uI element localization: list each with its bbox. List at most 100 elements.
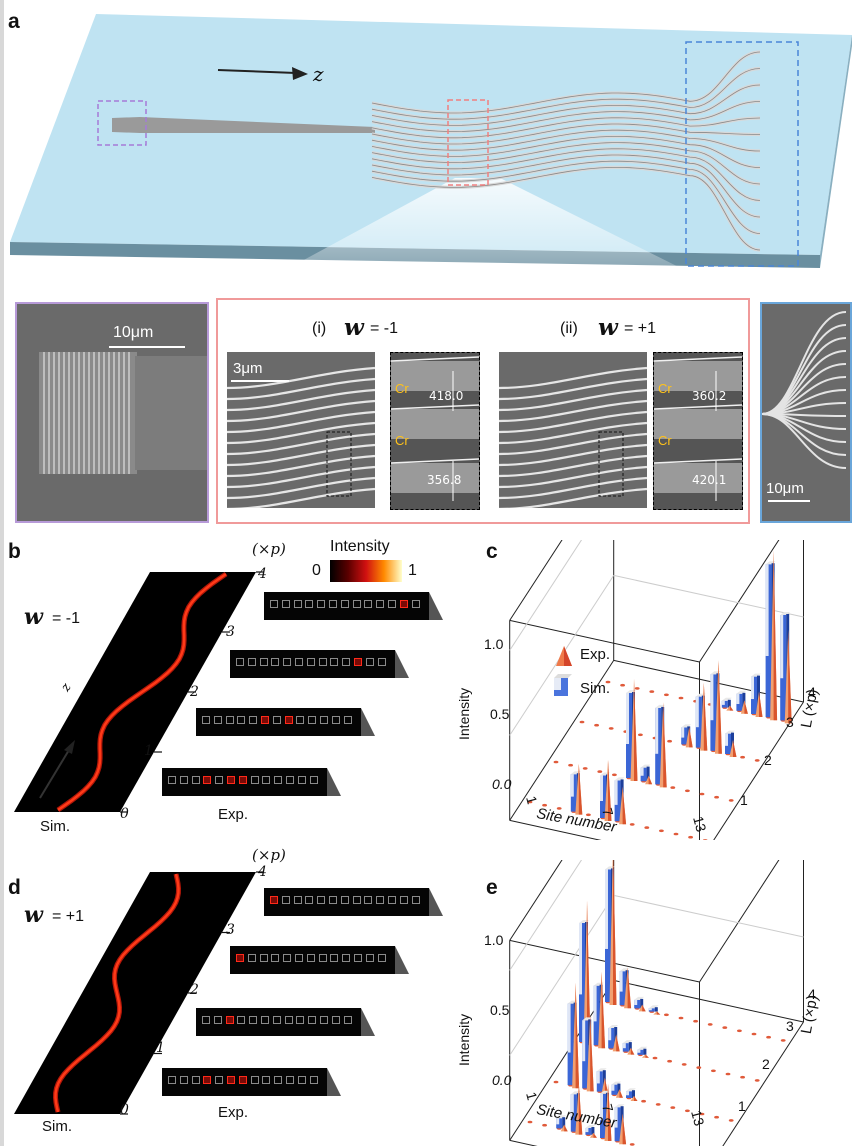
cr-label-i2: Cr: [395, 433, 409, 448]
baseline-dot: [553, 1080, 559, 1084]
site-cell: [399, 600, 408, 608]
site-cell: [354, 658, 362, 666]
bend-highlight-box: [447, 99, 489, 186]
measure-ii-top: 360.2: [692, 389, 727, 403]
baseline-dot: [638, 733, 643, 737]
w-symbol-ii: w: [598, 314, 618, 341]
site-cell: [236, 658, 244, 666]
baseline-dot: [667, 739, 672, 743]
site-cell: [411, 896, 420, 904]
site-cell: [309, 1076, 318, 1084]
baseline-dot: [711, 1069, 716, 1073]
site-cell: [250, 1076, 259, 1084]
baseline-dot: [608, 727, 614, 730]
cr-label-ii1: Cr: [658, 381, 672, 396]
scale-3um: 3μm: [233, 360, 263, 377]
site-cell: [179, 1076, 188, 1084]
site-cell: [388, 896, 396, 904]
measure-i-bottom: 356.8: [427, 473, 462, 487]
site-cell: [227, 1076, 235, 1084]
baseline-dot: [681, 1063, 687, 1066]
baseline-dot: [702, 839, 708, 840]
baseline-dot: [644, 826, 650, 829]
baseline-dot: [754, 1079, 760, 1082]
site-cell: [225, 716, 234, 724]
site-cell: [320, 716, 328, 724]
baseline-dot: [659, 829, 664, 833]
site-cell: [365, 658, 374, 666]
baseline-dot: [673, 832, 679, 836]
site-cell: [274, 776, 283, 784]
baseline-dot: [605, 680, 611, 684]
scale-label-right: 10μm: [766, 480, 804, 497]
site-cell: [261, 1016, 269, 1024]
site-cell: [270, 896, 278, 904]
tick-b-3: 3: [226, 624, 235, 640]
site-cell: [352, 600, 361, 608]
site-cell: [262, 1076, 271, 1084]
z-axis-label: z: [313, 62, 324, 86]
taper-bundle: [112, 117, 375, 133]
sem-bend-panel: (i) w = -1 (ii) w = +1 3μm Cr Cr 418.0 3…: [216, 298, 750, 524]
unit-label-b: (×p): [252, 540, 286, 558]
sim-bar: [634, 996, 645, 1009]
site-cell: [238, 1076, 247, 1084]
w-symbol-b: w: [24, 604, 43, 630]
baseline-dot: [725, 1072, 731, 1076]
site-cell: [213, 1016, 222, 1024]
taper-gratings: [39, 352, 137, 474]
baseline-dot: [740, 755, 745, 759]
site-cell: [318, 954, 327, 962]
w-value-ii: = +1: [624, 320, 657, 337]
site-cell: [203, 776, 212, 784]
site-cell: [329, 600, 337, 608]
sim-bar: [611, 1081, 622, 1095]
sim-bar: [626, 1088, 636, 1098]
baseline-dot: [678, 1016, 684, 1020]
site-cell: [331, 1016, 340, 1024]
site-cell: [293, 600, 302, 608]
ztick-e-05: 0.5: [490, 1002, 510, 1018]
ylabel-c: Intensity: [456, 687, 472, 740]
site-cell: [295, 658, 303, 666]
exp-strip-L3: [230, 650, 409, 678]
site-cell: [283, 658, 292, 666]
zoom-glow: [230, 178, 745, 300]
exp-strip-L3: [230, 946, 409, 974]
baseline-dot: [670, 1106, 676, 1109]
site-cell: [225, 1016, 234, 1024]
baseline-dot: [641, 1099, 646, 1103]
panel-label-b: b: [8, 540, 21, 563]
page-left-border: [0, 0, 4, 1146]
site-cell: [318, 658, 327, 666]
site-cell: [270, 600, 278, 608]
w-value-b: = -1: [52, 610, 81, 627]
ytick-e-1: 1: [738, 1098, 746, 1114]
baseline-dot: [699, 1112, 705, 1116]
site-cell: [215, 776, 224, 784]
baseline-dot: [649, 690, 655, 693]
site-cell: [306, 658, 315, 666]
tick-d-2: 2: [190, 982, 199, 998]
bar3d-chart-c: [509, 540, 804, 840]
exp-strip-L4: [264, 592, 443, 620]
site-cell: [296, 1016, 305, 1024]
baseline-dot: [766, 1035, 771, 1039]
site-cell: [293, 896, 302, 904]
site-cell: [352, 896, 361, 904]
site-cell: [309, 776, 318, 784]
baseline-dot: [685, 1109, 690, 1113]
site-cell: [284, 716, 293, 724]
site-cell: [286, 776, 294, 784]
site-cell: [399, 896, 408, 904]
site-cell: [308, 1016, 317, 1024]
sem-bend-i: 3μm: [226, 352, 376, 511]
cr-label-ii2: Cr: [658, 433, 672, 448]
tick-d-1: 1: [156, 1040, 165, 1056]
site-cell: [272, 716, 281, 724]
site-cell: [297, 1076, 306, 1084]
ytick-e-2: 2: [762, 1056, 770, 1072]
site-cell: [376, 600, 385, 608]
site-cell: [340, 600, 349, 608]
ztick-e-10: 1.0: [484, 932, 504, 948]
